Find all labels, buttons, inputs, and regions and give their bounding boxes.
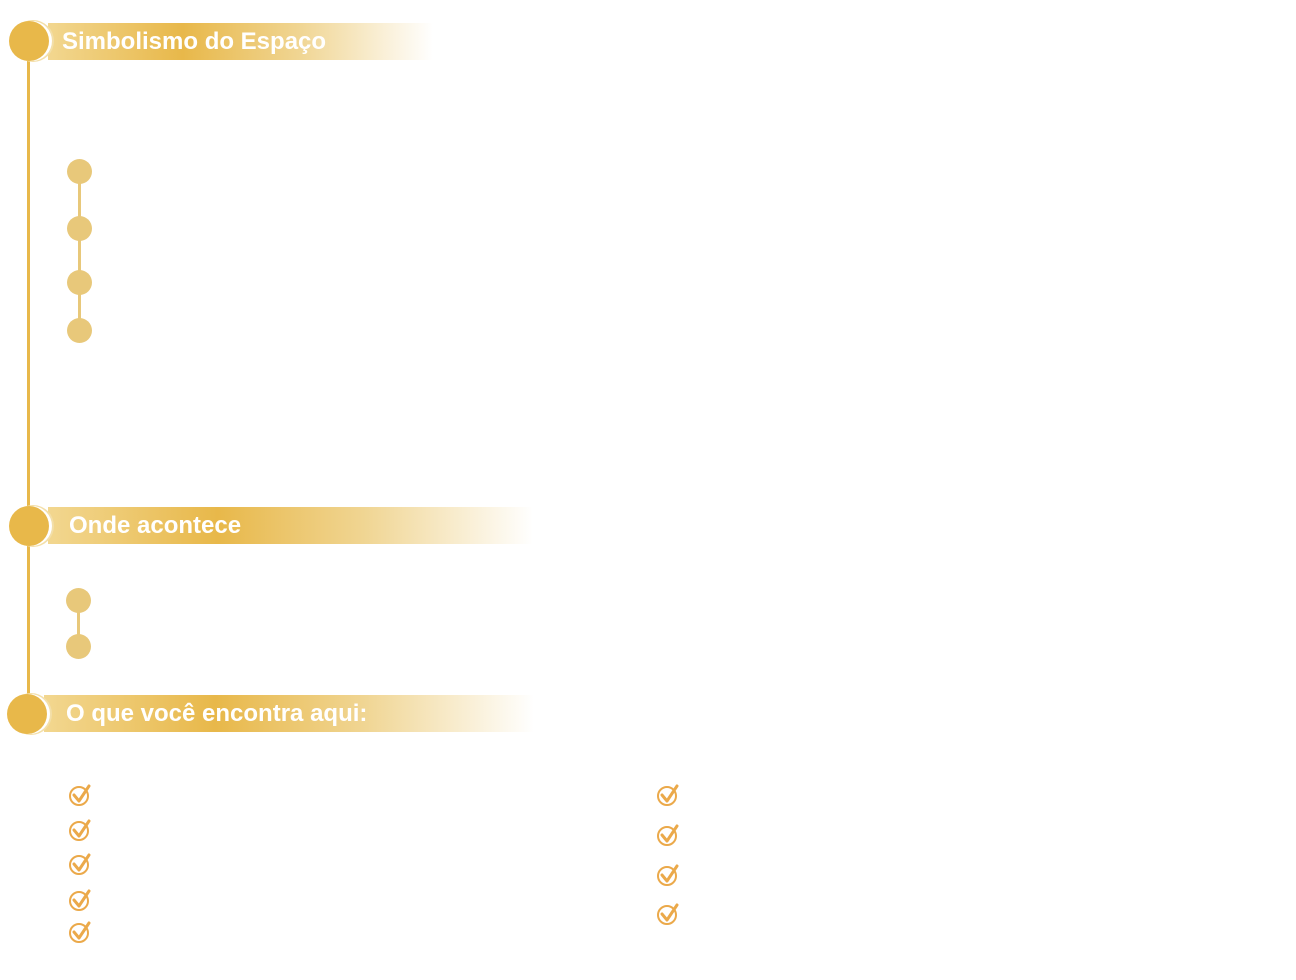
sub-timeline-line	[77, 600, 80, 646]
sub-marker	[67, 318, 92, 343]
timeline-marker	[9, 21, 49, 61]
sub-marker	[67, 216, 92, 241]
sub-marker	[67, 270, 92, 295]
section-title: O que você encontra aqui:	[66, 699, 368, 727]
sub-timeline-line	[78, 172, 81, 332]
check-circle-icon	[68, 783, 92, 807]
section-header-encontra: O que você encontra aqui:	[44, 695, 534, 732]
check-circle-icon	[68, 920, 92, 944]
sub-marker	[66, 588, 91, 613]
sub-marker	[66, 634, 91, 659]
section-title: Onde acontece	[69, 511, 242, 539]
section-title: Simbolismo do Espaço	[62, 27, 327, 55]
check-circle-icon	[68, 818, 92, 842]
check-circle-icon	[68, 852, 92, 876]
timeline-line	[27, 40, 30, 716]
timeline-marker	[9, 506, 49, 546]
check-circle-icon	[656, 902, 680, 926]
check-circle-icon	[656, 823, 680, 847]
check-circle-icon	[656, 783, 680, 807]
check-circle-icon	[656, 863, 680, 887]
check-circle-icon	[68, 888, 92, 912]
section-header-simbolismo: Simbolismo do Espaço	[48, 23, 433, 60]
timeline-marker	[7, 694, 47, 734]
sub-marker	[67, 159, 92, 184]
section-header-onde: Onde acontece	[48, 507, 533, 544]
